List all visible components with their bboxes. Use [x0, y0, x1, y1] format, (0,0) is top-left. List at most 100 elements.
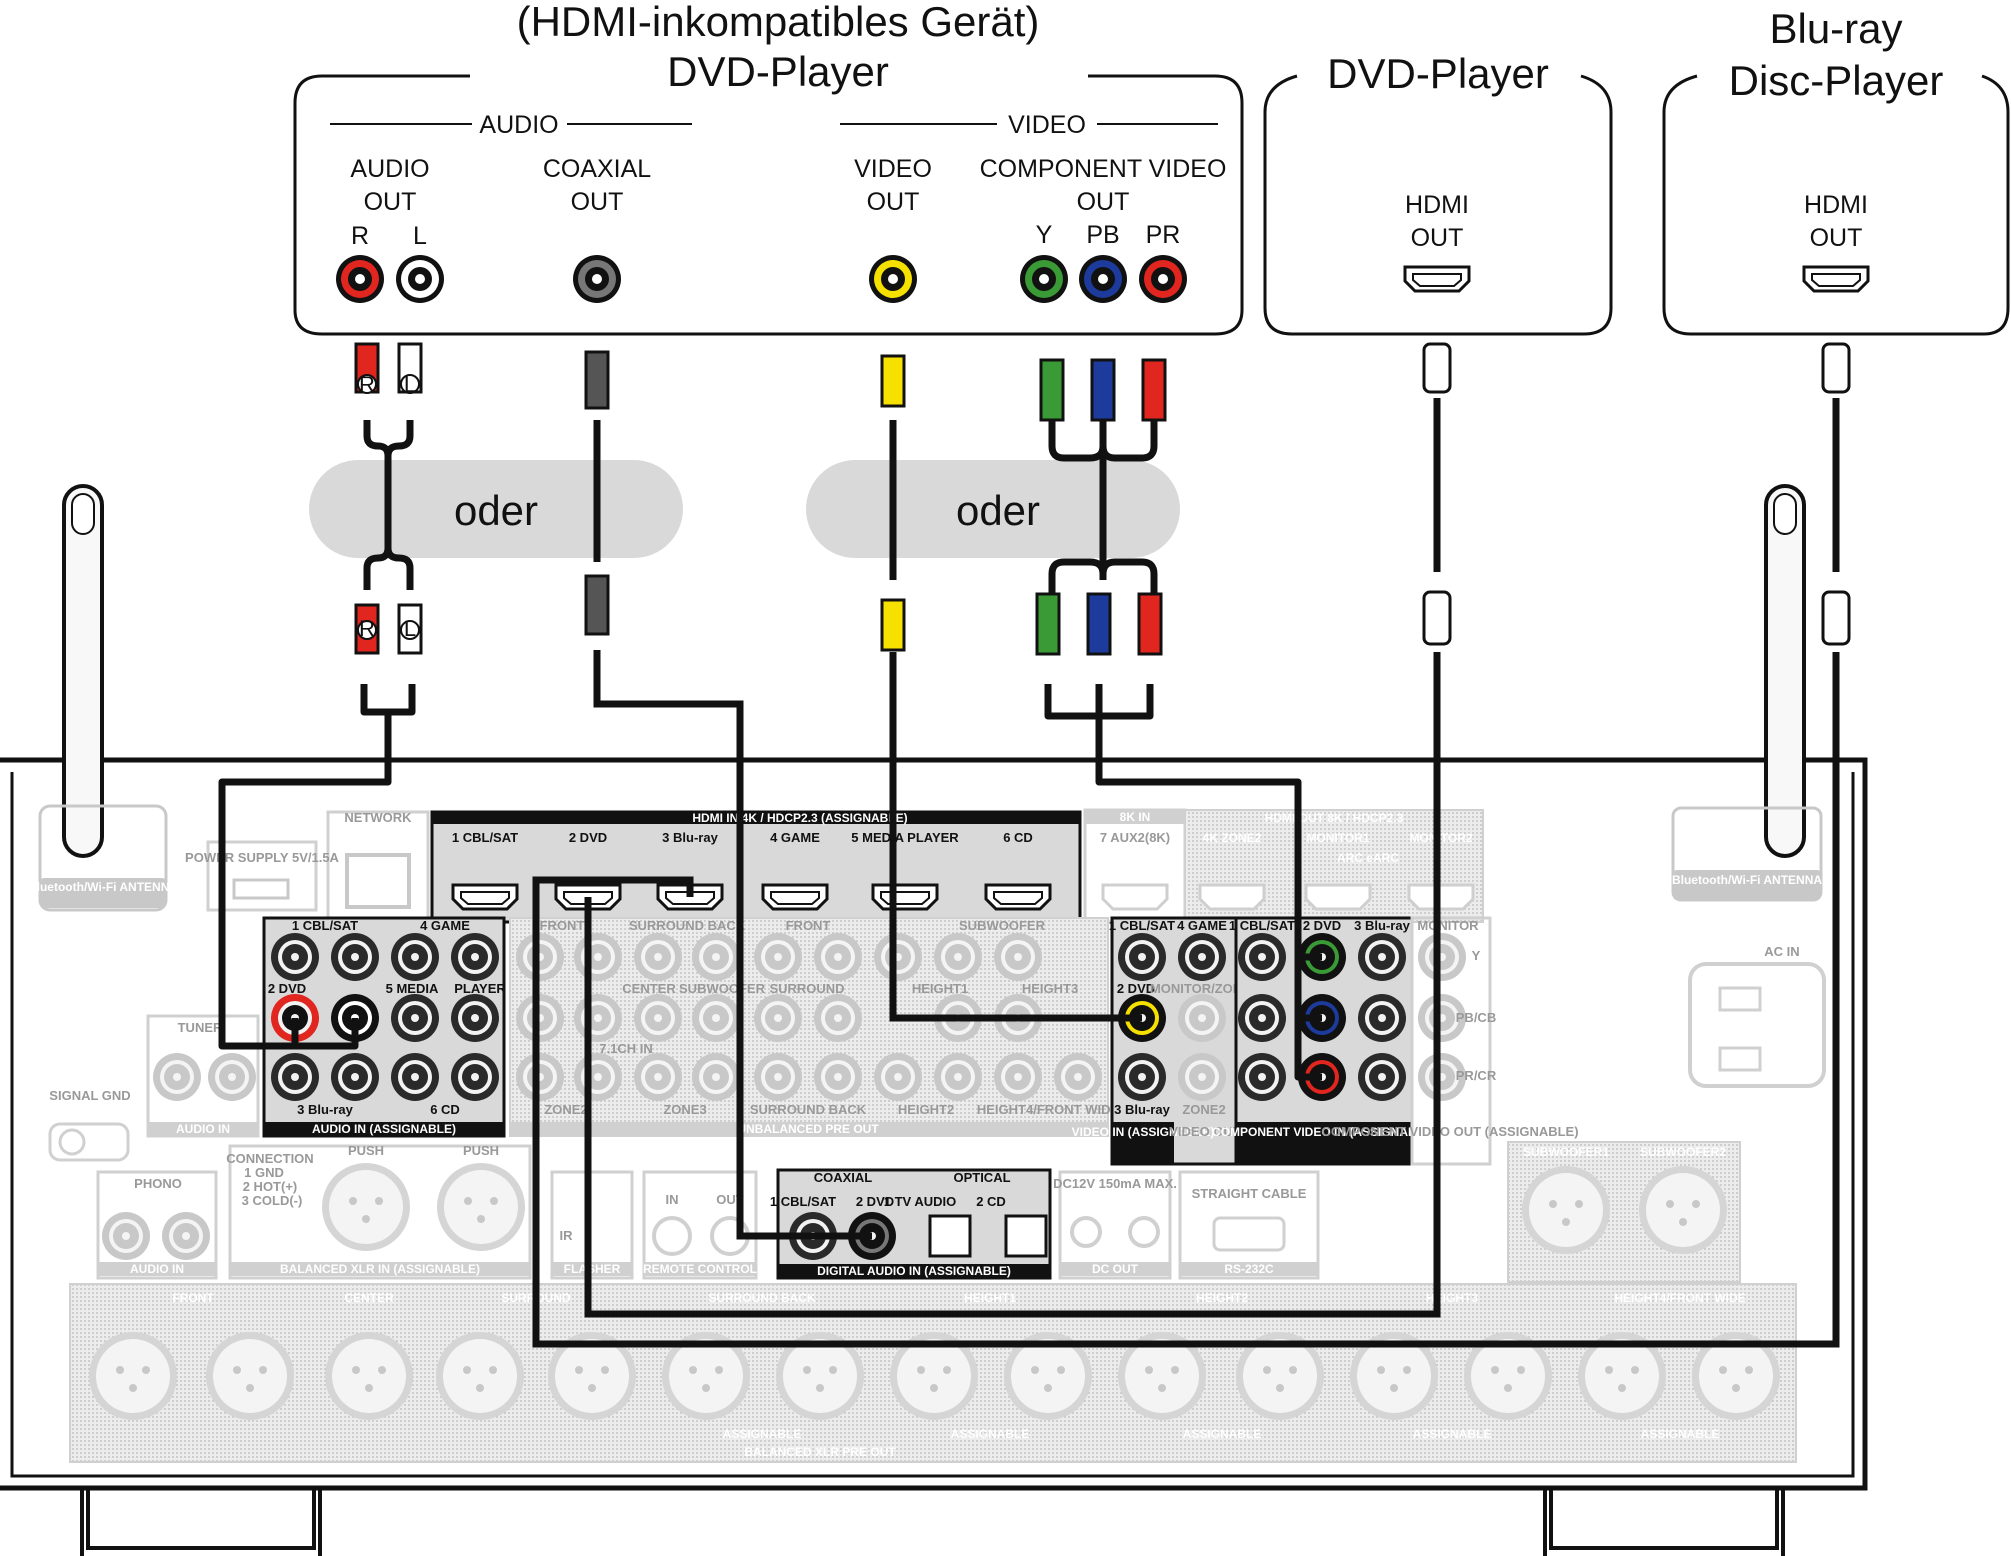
- svg-text:CENTER: CENTER: [344, 1291, 394, 1305]
- audio-in-block: AUDIO IN (ASSIGNABLE) 1 CBL/SAT 4 GAME 2…: [262, 916, 506, 1138]
- svg-text:HEIGHT1: HEIGHT1: [964, 1291, 1016, 1305]
- digital-audio-in-block: COAXIAL OPTICAL 1 CBL/SAT 2 DVD 1 TV AUD…: [770, 1168, 1052, 1280]
- svg-text:BALANCED XLR PRE OUT: BALANCED XLR PRE OUT: [744, 1445, 896, 1459]
- svg-text:HEIGHT2: HEIGHT2: [898, 1102, 954, 1117]
- hdmi-8k-in-block: 8K IN 7 AUX2(8K): [1083, 808, 1187, 924]
- coaxial-out-label-line1: COAXIAL: [543, 155, 651, 183]
- svg-text:ASSIGNABLE: ASSIGNABLE: [1183, 1427, 1262, 1441]
- audio-out-l-jack: [396, 255, 444, 303]
- hdmi-in-block: HDMI IN 4K / HDCP2.3 (ASSIGNABLE) 1 CBL/…: [430, 810, 1082, 924]
- legacy-dvd-player: (HDMI-inkompatibles Gerät) DVD-Player AU…: [293, 0, 1244, 336]
- svg-text:3 Blu-ray: 3 Blu-ray: [1354, 918, 1410, 933]
- svg-text:1 CBL/SAT: 1 CBL/SAT: [292, 918, 358, 933]
- component-y-jack: [1020, 255, 1068, 303]
- svg-text:VIDEO IN (ASSIGNABLE): VIDEO IN (ASSIGNABLE): [1072, 1125, 1215, 1139]
- svg-text:SUBWOOFER2: SUBWOOFER2: [1640, 1145, 1726, 1159]
- video-group-label: VIDEO: [1008, 111, 1086, 139]
- svg-text:PHONO: PHONO: [134, 1176, 182, 1191]
- bluray-hdmi-out-line1: HDMI: [1804, 191, 1868, 219]
- svg-text:ASSIGNABLE: ASSIGNABLE: [723, 1427, 802, 1441]
- legacy-dvd-title-line2: DVD-Player: [667, 48, 889, 95]
- svg-text:7 AUX2(8K): 7 AUX2(8K): [1100, 830, 1170, 845]
- svg-text:HEIGHT4/FRONT WIDE: HEIGHT4/FRONT WIDE: [977, 1102, 1120, 1117]
- svg-text:3 Blu-ray: 3 Blu-ray: [1114, 1102, 1170, 1117]
- cable-composite-video: [880, 354, 1142, 1022]
- cable-analog-audio: [218, 420, 416, 1050]
- component-pr-jack: [1139, 255, 1187, 303]
- svg-text:AUDIO IN: AUDIO IN: [176, 1122, 230, 1136]
- coaxial-out-label-line2: OUT: [571, 188, 624, 216]
- svg-text:AC IN: AC IN: [1764, 944, 1799, 959]
- subwoofer-xlr-out: SUBWOOFER1 SUBWOOFER2: [1507, 1141, 1741, 1283]
- svg-text:TUNER: TUNER: [178, 1020, 223, 1035]
- component-out-label-line2: OUT: [1077, 188, 1130, 216]
- svg-text:L: L: [404, 616, 416, 641]
- antenna-left-label: Bluetooth/Wi-Fi ANTENNA: [28, 880, 178, 894]
- signal-gnd: SIGNAL GND: [48, 1088, 131, 1162]
- or-bubble-audio: oder: [309, 460, 683, 558]
- svg-text:R: R: [359, 616, 375, 641]
- svg-text:HEIGHT3: HEIGHT3: [1022, 981, 1078, 996]
- power-supply-port: POWER SUPPLY 5V/1.5A: [185, 840, 340, 912]
- svg-text:MONITOR1: MONITOR1: [1306, 831, 1369, 845]
- svg-text:MONITOR2: MONITOR2: [1409, 831, 1472, 845]
- receiver-chassis: [0, 757, 1868, 1491]
- component-y-label: Y: [1036, 221, 1053, 249]
- svg-text:2 DVD: 2 DVD: [1303, 918, 1341, 933]
- svg-text:Y: Y: [1472, 948, 1481, 963]
- svg-text:1 CBL/SAT: 1 CBL/SAT: [1109, 918, 1175, 933]
- or-label-audio: oder: [454, 487, 538, 534]
- svg-text:PLAYER: PLAYER: [454, 981, 506, 996]
- hdmi-dvd-out-line2: OUT: [1411, 224, 1464, 252]
- svg-text:BALANCED XLR IN (ASSIGNABLE): BALANCED XLR IN (ASSIGNABLE): [280, 1262, 480, 1276]
- svg-text:POWER SUPPLY 5V/1.5A: POWER SUPPLY 5V/1.5A: [185, 850, 340, 865]
- cable-component-plugs: [1035, 358, 1167, 656]
- svg-text:HDMI OUT 8K / HDCP2.3: HDMI OUT 8K / HDCP2.3: [1265, 811, 1404, 825]
- video-out-label-line2: OUT: [867, 188, 920, 216]
- svg-text:STRAIGHT CABLE: STRAIGHT CABLE: [1192, 1186, 1307, 1201]
- svg-text:PUSH: PUSH: [463, 1143, 499, 1158]
- tuner-audio-in: TUNER AUDIO IN: [146, 1014, 260, 1138]
- audio-out-label-line2: OUT: [364, 188, 417, 216]
- svg-text:PR/CR: PR/CR: [1456, 1068, 1497, 1083]
- svg-text:COAXIAL: COAXIAL: [814, 1170, 873, 1185]
- svg-text:8K IN: 8K IN: [1120, 810, 1151, 824]
- cable-analog-audio-plugs: R L R L: [354, 342, 423, 655]
- video-in-block: 1 CBL/SAT 4 GAME 2 DVD MONITOR/ZONE2 3 B…: [1072, 916, 1258, 1166]
- svg-text:ASSIGNABLE: ASSIGNABLE: [951, 1427, 1030, 1441]
- ac-in: AC IN: [1688, 944, 1826, 1088]
- svg-text:L: L: [404, 372, 416, 397]
- svg-text:HEIGHT4/FRONT WIDE: HEIGHT4/FRONT WIDE: [1614, 1291, 1745, 1305]
- svg-text:RS-232C: RS-232C: [1224, 1262, 1274, 1276]
- hdmi-dvd-out-line1: HDMI: [1405, 191, 1469, 219]
- component-pb-jack: [1079, 255, 1127, 303]
- svg-text:FRONT: FRONT: [540, 918, 585, 933]
- hdmi-in-header: HDMI IN 4K / HDCP2.3 (ASSIGNABLE): [692, 811, 907, 825]
- component-out-block: MONITOR Y PB/CB PR/CR COMPONENT VIDEO OU…: [1321, 916, 1579, 1166]
- svg-text:SUBWOOFER1: SUBWOOFER1: [1523, 1145, 1609, 1159]
- svg-text:4 GAME: 4 GAME: [770, 830, 820, 845]
- component-out-label-line1: COMPONENT VIDEO: [980, 155, 1227, 183]
- svg-text:2 DVD: 2 DVD: [268, 981, 306, 996]
- svg-text:SURROUND BACK: SURROUND BACK: [629, 918, 746, 933]
- svg-text:3 Blu-ray: 3 Blu-ray: [297, 1102, 353, 1117]
- cable-component-video: [1044, 420, 1322, 1081]
- channel-r-label: R: [351, 222, 369, 250]
- video-out-jack: [869, 255, 917, 303]
- cable-coaxial: [584, 350, 872, 1240]
- hdmi-dvd-player: DVD-Player HDMI OUT: [1263, 50, 1613, 336]
- svg-text:ASSIGNABLE: ASSIGNABLE: [1413, 1427, 1492, 1441]
- svg-text:IR: IR: [560, 1228, 574, 1243]
- svg-text:DC OUT: DC OUT: [1092, 1262, 1139, 1276]
- svg-text:FRONT: FRONT: [172, 1291, 214, 1305]
- cable-hdmi-bluray: [532, 342, 1851, 1348]
- unbalanced-pre-out: FRONT SURROUND BACK FRONT SUBWOOFER CENT…: [509, 917, 1120, 1137]
- svg-text:SURROUND: SURROUND: [769, 981, 844, 996]
- svg-text:5 MEDIA: 5 MEDIA: [386, 981, 439, 996]
- hdmi-in-5-port: [871, 883, 939, 911]
- svg-text:ARC eARC: ARC eARC: [1337, 851, 1399, 865]
- svg-text:5 MEDIA PLAYER: 5 MEDIA PLAYER: [851, 830, 959, 845]
- svg-text:ZONE2: ZONE2: [1182, 1102, 1225, 1117]
- balanced-xlr-in: CONNECTION 1 GND 2 HOT(+) 3 COLD(-) PUSH…: [226, 1143, 532, 1280]
- phono-audio-in: PHONO AUDIO IN: [96, 1170, 218, 1280]
